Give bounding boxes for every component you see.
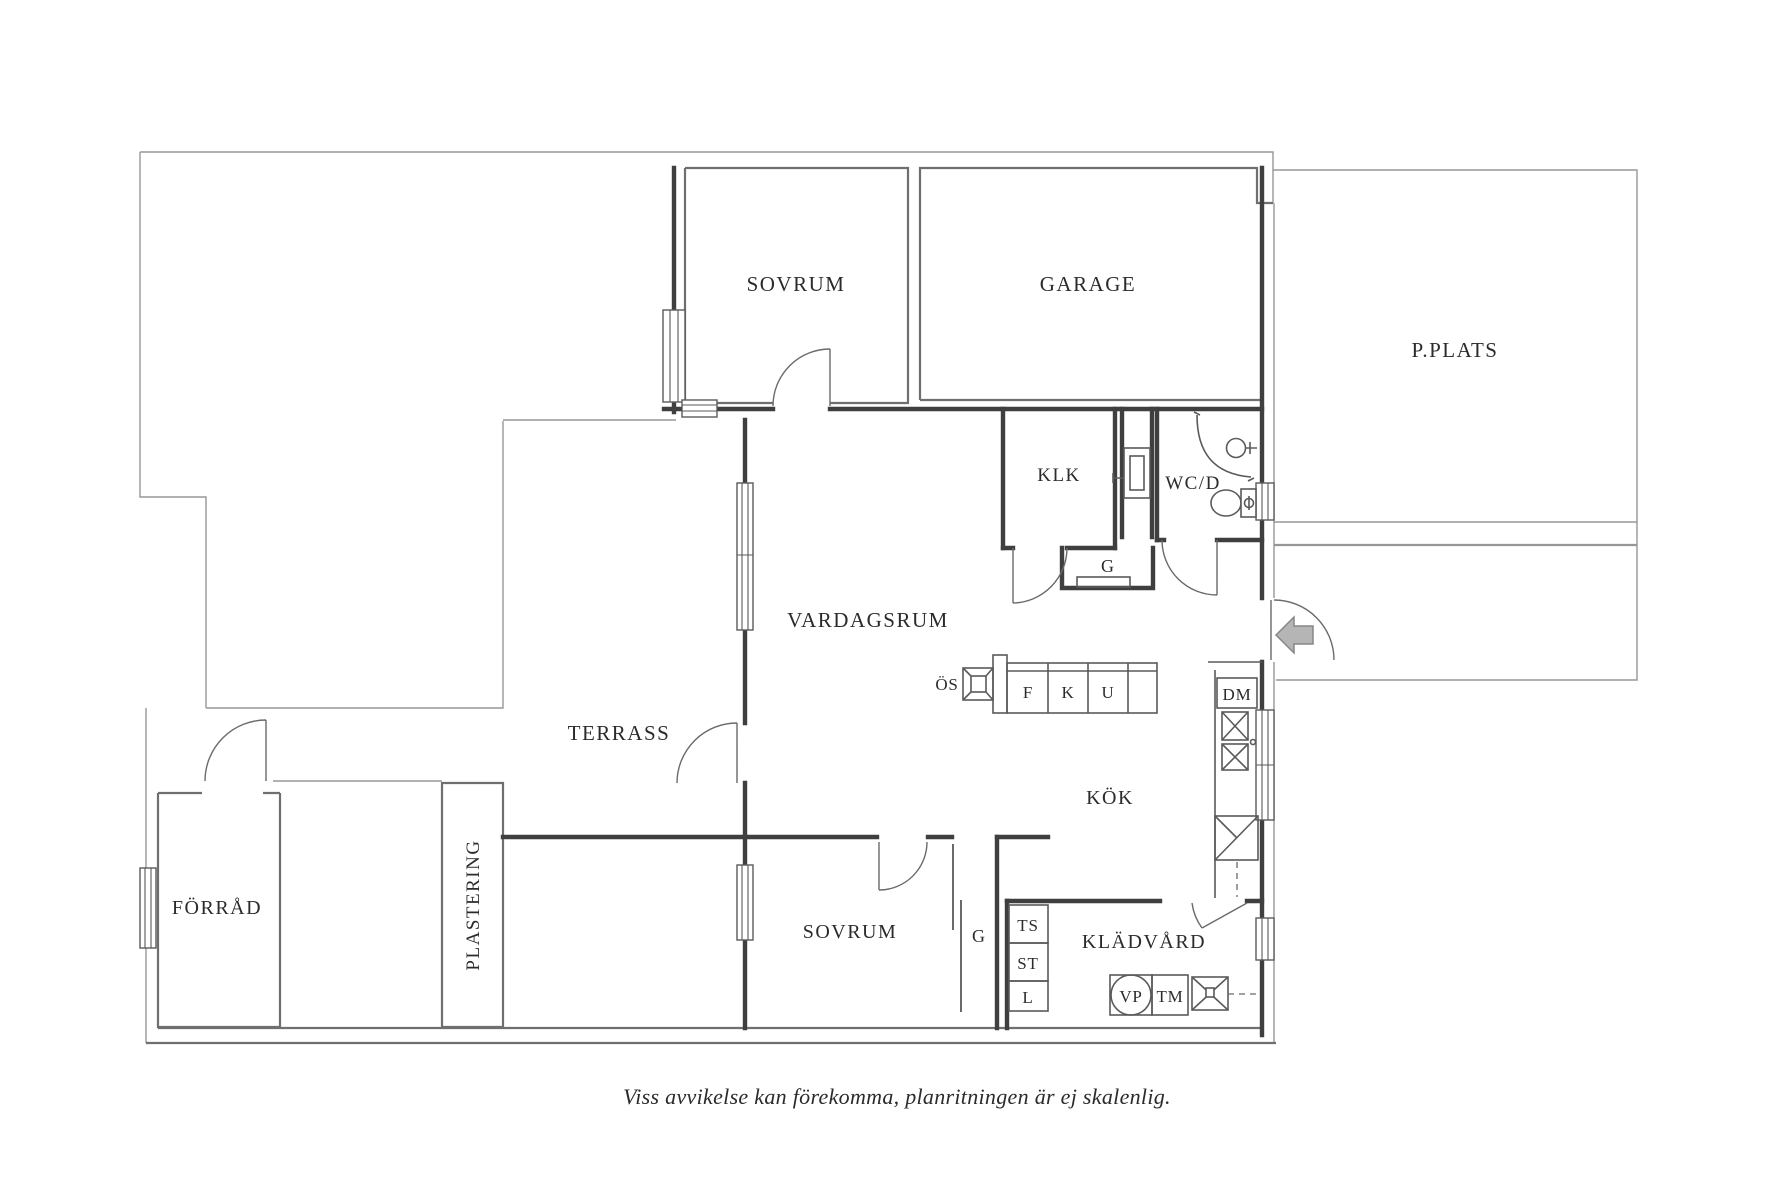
window-icon: [1255, 482, 1275, 521]
window-icon: [139, 867, 157, 949]
room-label-vardagsrum: VARDAGSRUM: [787, 608, 949, 632]
room-label-pplats: P.PLATS: [1412, 338, 1499, 362]
window-icon: [736, 482, 754, 631]
g-cabinet: [1076, 576, 1131, 588]
appliance-label-dm: DM: [1223, 685, 1252, 704]
room-label-wcd: WC/D: [1165, 473, 1221, 494]
appliance-label-os: ÖS: [935, 675, 958, 694]
sliding-door-g: [952, 844, 962, 1012]
wcd-door: [1161, 539, 1218, 596]
walls: [500, 165, 1265, 1038]
room-label-kok: KÖK: [1086, 786, 1134, 809]
window-icon: [736, 864, 754, 941]
disclaimer-caption: Viss avvikelse kan förekomma, planritnin…: [623, 1084, 1171, 1109]
closet-label-g-bedroom: G: [972, 926, 986, 946]
structures: [146, 166, 1276, 1045]
klk-door: [1012, 547, 1068, 604]
forrad-door: [204, 719, 267, 782]
room-label-garage: GARAGE: [1040, 272, 1137, 296]
kitchen-counter: [1208, 661, 1262, 898]
vp-circle: [1110, 974, 1152, 1016]
kladvard-door: [1191, 902, 1248, 929]
laundry-sink-icon: [1191, 976, 1229, 1011]
sink-icon: [1221, 711, 1257, 771]
lot-boundary: [139, 151, 1638, 1043]
fireplace-icon: [962, 654, 1008, 714]
fixtures: [962, 411, 1314, 1016]
bottom-wall: [146, 1026, 1276, 1045]
window-icon: [662, 309, 686, 403]
niche-sink-icon: [1112, 447, 1151, 499]
appliance-label-st: ST: [1017, 954, 1038, 973]
labels: SOVRUM GARAGE P.PLATS KLK WC/D VARDAGSRU…: [172, 272, 1499, 1007]
terrace-door: [676, 722, 738, 784]
appliance-label-vp: VP: [1119, 987, 1142, 1006]
bedroom-bottom-door: [878, 841, 928, 891]
washbasin-icon: [1225, 437, 1257, 459]
entrance-arrow-icon: [1274, 615, 1314, 655]
laundry-cabinets: [1008, 904, 1258, 1016]
room-label-terrass: TERRASS: [568, 721, 671, 745]
appliance-label-k: K: [1061, 683, 1074, 702]
windows: [139, 309, 1275, 961]
bedroom-top-door: [772, 348, 831, 407]
appliance-label-ts: TS: [1017, 916, 1038, 935]
toilet-icon: [1210, 488, 1257, 518]
kitchen-island: [1006, 662, 1158, 714]
doors: [204, 348, 1335, 1012]
tall-cabinet-icon: [1214, 815, 1259, 861]
appliance-label-tm: TM: [1156, 987, 1183, 1006]
room-label-forrad: FÖRRÅD: [172, 896, 262, 919]
window-icon: [681, 399, 718, 418]
entrance-door: [1270, 599, 1335, 661]
room-label-plastering: PLASTERING: [463, 839, 484, 970]
appliance-label-u: U: [1101, 683, 1114, 702]
room-label-sovrum-bottom: SOVRUM: [803, 921, 898, 943]
appliance-label-l: L: [1022, 988, 1033, 1007]
room-label-sovrum-top: SOVRUM: [747, 272, 846, 296]
window-icon: [1255, 917, 1275, 961]
room-label-klk: KLK: [1037, 465, 1081, 486]
appliance-label-f: F: [1023, 683, 1033, 702]
closet-label-g-hall: G: [1101, 556, 1115, 576]
window-icon: [1255, 709, 1275, 821]
shower-door-arc: [1193, 411, 1255, 482]
room-label-kladvard: KLÄDVÅRD: [1082, 930, 1206, 953]
